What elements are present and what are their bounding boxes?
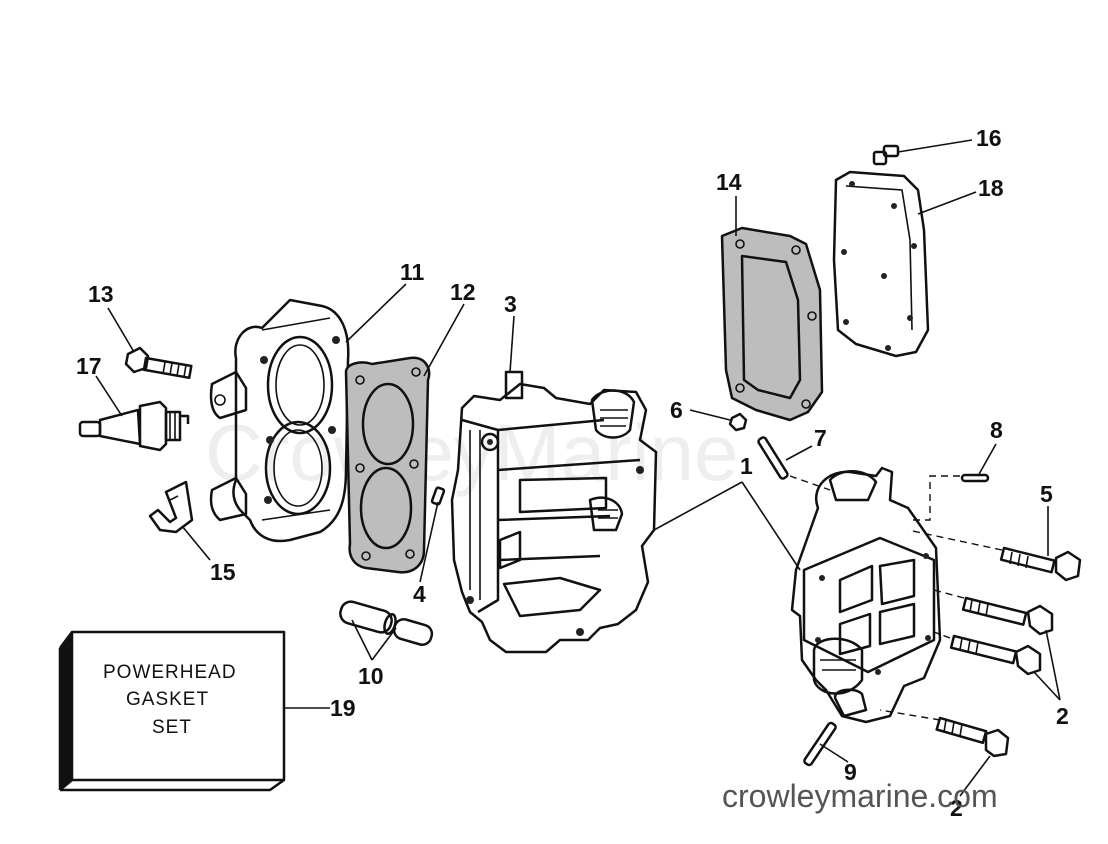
callout-15: 15	[210, 559, 236, 585]
bolt-2b	[949, 634, 1042, 676]
nut-6	[728, 412, 748, 432]
site-url-label: crowleymarine.com	[722, 778, 998, 814]
gasket-set-box-19: POWERHEAD GASKET SET	[58, 630, 286, 792]
head-gasket-12	[344, 356, 431, 574]
cylinder-head-11	[209, 298, 350, 543]
callout-19: 19	[330, 695, 356, 721]
cylinder-block-3	[450, 370, 658, 654]
assembly-lines	[789, 475, 1003, 721]
callout-1: 1	[740, 453, 753, 479]
leader-lines	[95, 139, 1061, 797]
gasket-box-line-2: GASKET	[126, 689, 209, 710]
crankcase-1	[790, 466, 942, 724]
gasket-box-line-1: POWERHEAD	[103, 662, 237, 683]
clip-15	[148, 480, 194, 534]
callout-4: 4	[413, 581, 426, 607]
pin-4	[430, 486, 446, 506]
callout-5: 5	[1040, 481, 1053, 507]
gasket-box-line-3: SET	[152, 717, 192, 738]
bolt-13	[124, 346, 193, 380]
bolt-5	[999, 546, 1082, 582]
bolt-2a	[961, 596, 1054, 636]
callout-11: 11	[400, 259, 425, 285]
callout-8: 8	[990, 417, 1003, 443]
callout-labels: 1 2 2 3 4 5 6 7 8 9 10 11 12 13 14 15 16…	[76, 125, 1069, 821]
callout-18: 18	[978, 175, 1004, 201]
screw-16	[872, 144, 900, 166]
callout-12: 12	[450, 279, 476, 305]
callout-9: 9	[844, 759, 857, 785]
spark-plug-17	[78, 400, 190, 452]
callout-17: 17	[76, 353, 102, 379]
callout-14: 14	[716, 169, 742, 195]
callout-7: 7	[814, 425, 827, 451]
bolt-2c	[935, 716, 1010, 758]
callout-2a: 2	[1056, 703, 1069, 729]
callout-3: 3	[504, 291, 517, 317]
cover-gasket-14	[720, 226, 824, 422]
callout-16: 16	[976, 125, 1002, 151]
dowel-pins-10	[339, 600, 434, 646]
callout-2b: 2	[950, 795, 963, 821]
pin-7	[757, 436, 789, 480]
callout-6: 6	[670, 397, 683, 423]
callout-13: 13	[88, 281, 114, 307]
cover-plate-18	[832, 170, 930, 358]
callout-10: 10	[358, 663, 384, 689]
watermark: CrowleyMarine	[205, 408, 738, 497]
pin-8	[960, 473, 990, 483]
